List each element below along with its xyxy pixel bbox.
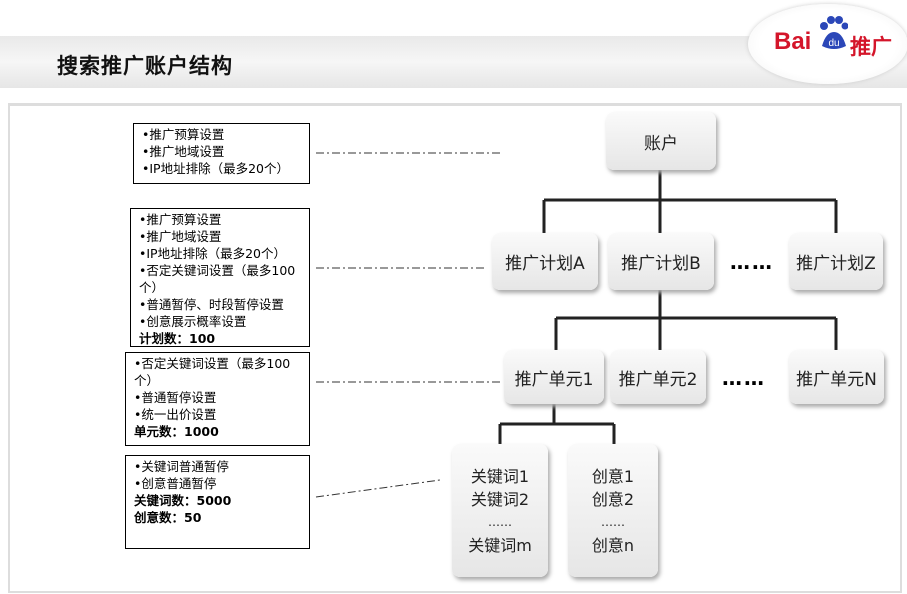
unit-ellipsis: …… [722, 366, 766, 390]
plan-settings-note: •推广预算设置•推广地域设置•IP地址排除（最多20个）•否定关键词设置（最多1… [130, 208, 310, 347]
account-node: 账户 [606, 112, 716, 170]
logo-suffix: 推广 [850, 36, 892, 59]
plan-ellipsis: …… [730, 250, 774, 274]
unit-node-2: 推广单元2 [610, 350, 706, 404]
svg-text:du: du [828, 38, 839, 49]
account-settings-note: •推广预算设置•推广地域设置•IP地址排除（最多20个） [133, 123, 310, 184]
page-title: 搜索推广账户结构 [57, 54, 233, 78]
logo-bai: Bai [774, 28, 812, 55]
unit-node-1: 推广单元1 [504, 350, 604, 404]
plan-node-b: 推广计划B [608, 233, 714, 290]
unit-node-n: 推广单元N [789, 350, 884, 404]
baidu-logo: Bai du 推广 [748, 4, 907, 84]
unit-settings-note: •否定关键词设置（最多100个）•普通暂停设置•统一出价设置单元数：1000 [125, 352, 310, 446]
plan-node-a: 推广计划A [492, 233, 598, 290]
plan-node-z: 推广计划Z [789, 233, 883, 290]
paw-icon: du [820, 16, 848, 49]
